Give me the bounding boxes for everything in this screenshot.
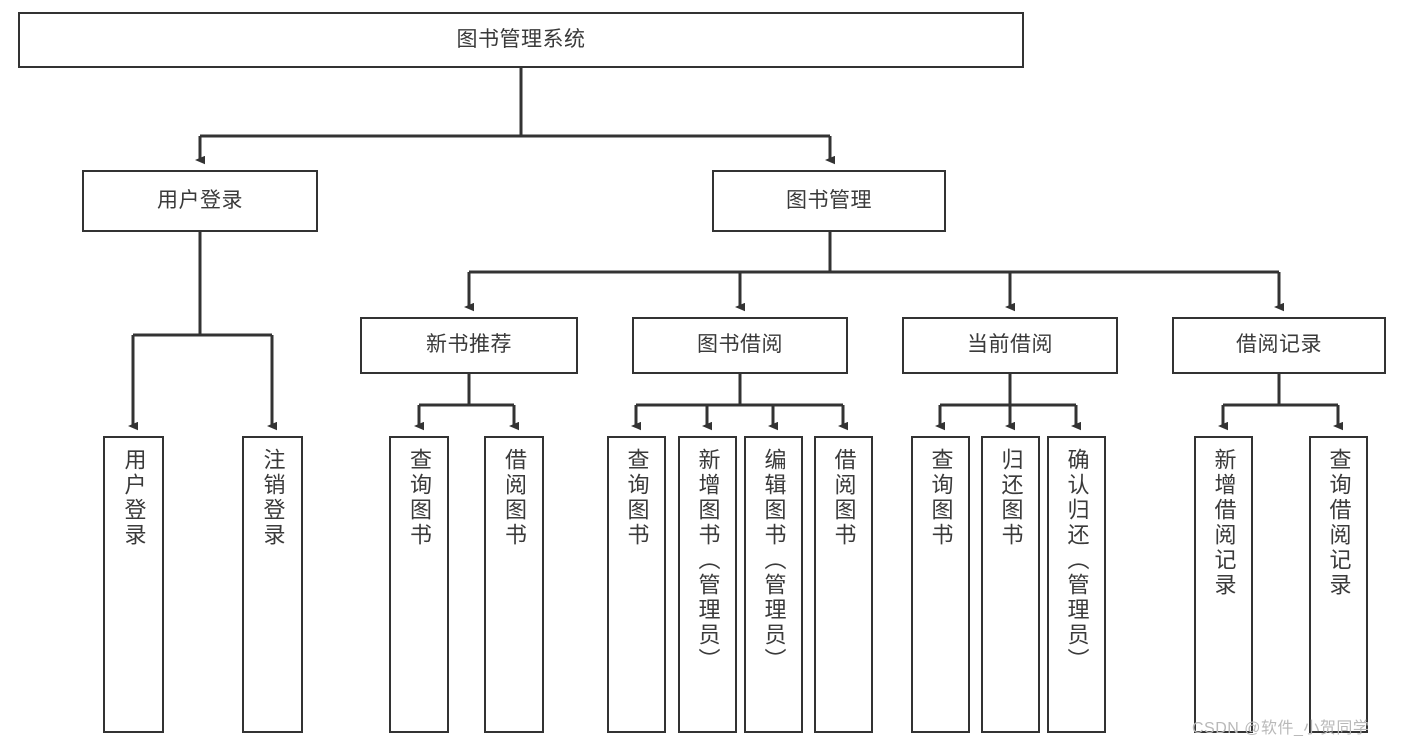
node-leaf-confirm-return-label: 确认归还（管理员） [1064,448,1090,673]
node-borrow-record[interactable]: 借阅记录 [1172,317,1386,374]
node-leaf-borrow-book-2[interactable]: 借阅图书 [814,436,873,733]
node-current-borrow[interactable]: 当前借阅 [902,317,1118,374]
node-book-manage[interactable]: 图书管理 [712,170,946,232]
node-leaf-query-book-2-label: 查询图书 [624,448,650,548]
node-leaf-return-book[interactable]: 归还图书 [981,436,1040,733]
node-leaf-edit-book[interactable]: 编辑图书（管理员） [744,436,803,733]
node-leaf-query-record-label: 查询借阅记录 [1326,448,1352,598]
node-new-book-recommend-label: 新书推荐 [426,333,512,357]
node-leaf-add-record[interactable]: 新增借阅记录 [1194,436,1253,733]
watermark: CSDN @软件_小贺同学 [1192,720,1370,737]
node-leaf-query-book-3-label: 查询图书 [928,448,954,548]
node-user-login-label: 用户登录 [157,188,243,212]
node-leaf-borrow-book-1-label: 借阅图书 [502,448,527,548]
node-leaf-query-book-3[interactable]: 查询图书 [911,436,970,733]
node-current-borrow-label: 当前借阅 [967,333,1053,357]
node-book-manage-label: 图书管理 [786,188,872,212]
node-book-borrow[interactable]: 图书借阅 [632,317,848,374]
node-leaf-borrow-book-2-label: 借阅图书 [831,448,857,548]
node-leaf-query-record[interactable]: 查询借阅记录 [1309,436,1368,733]
node-leaf-query-book-2[interactable]: 查询图书 [607,436,666,733]
node-leaf-query-book-1[interactable]: 查询图书 [389,436,449,733]
node-leaf-user-login-label: 用户登录 [121,448,147,548]
node-leaf-borrow-book-1[interactable]: 借阅图书 [484,436,544,733]
node-leaf-user-login[interactable]: 用户登录 [103,436,164,733]
node-leaf-confirm-return[interactable]: 确认归还（管理员） [1047,436,1106,733]
node-user-login[interactable]: 用户登录 [82,170,318,232]
node-leaf-logout-login-label: 注销登录 [260,448,286,548]
node-leaf-logout-login[interactable]: 注销登录 [242,436,303,733]
node-root[interactable]: 图书管理系统 [18,12,1024,68]
node-leaf-query-book-1-label: 查询图书 [407,448,432,548]
node-book-borrow-label: 图书借阅 [697,333,783,357]
node-new-book-recommend[interactable]: 新书推荐 [360,317,578,374]
node-leaf-add-record-label: 新增借阅记录 [1211,448,1237,598]
node-leaf-add-book-label: 新增图书（管理员） [695,448,721,673]
node-leaf-edit-book-label: 编辑图书（管理员） [761,448,787,673]
node-leaf-add-book[interactable]: 新增图书（管理员） [678,436,737,733]
node-borrow-record-label: 借阅记录 [1236,333,1322,357]
node-leaf-return-book-label: 归还图书 [998,448,1024,548]
node-root-label: 图书管理系统 [456,27,586,51]
